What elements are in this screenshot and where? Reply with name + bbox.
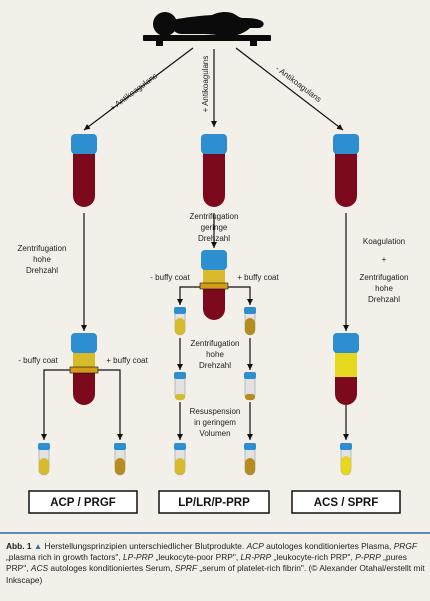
tube-centrifuged-middle: [199, 250, 229, 320]
tube-small-left-1: [38, 443, 50, 476]
svg-text:hohe: hohe: [33, 255, 51, 264]
tube-small-mid-1: [174, 307, 186, 336]
caption-desc: „pures PRP",: [6, 552, 407, 574]
svg-text:Drehzahl: Drehzahl: [198, 234, 230, 243]
caption-abbr: P-PRP: [355, 552, 381, 563]
product-label-middle: LP/LR/P-PRP: [178, 497, 250, 509]
svg-text:hohe: hohe: [375, 284, 393, 293]
tube-whole-blood-middle: [201, 134, 227, 207]
svg-text:Drehzahl: Drehzahl: [199, 361, 231, 370]
caption-intro: Herstellungsprinzipien unterschiedlicher…: [42, 541, 247, 551]
split-mid-minus: - buffy coat: [150, 273, 190, 282]
caption-abbr: LP-PRP: [123, 552, 154, 563]
tube-small-mid-4: [244, 372, 256, 401]
caption-abbr: ACP: [246, 541, 264, 551]
tube-whole-blood-left: [71, 134, 97, 207]
figure-caption: Abb. 1 ▲ Herstellungsprinzipien untersch…: [6, 541, 426, 586]
tube-small-right: [340, 443, 352, 476]
process-arrows: [41, 213, 349, 440]
svg-text:Zentrifugation: Zentrifugation: [190, 212, 239, 221]
svg-text:Zentrifugation: Zentrifugation: [191, 339, 240, 348]
caption-marker: ▲: [33, 541, 43, 551]
svg-text:Volumen: Volumen: [199, 429, 230, 438]
tube-whole-blood-right: [333, 134, 359, 207]
product-box-middle: LP/LR/P-PRP: [158, 490, 270, 514]
split-mid-plus: + buffy coat: [237, 273, 279, 282]
product-label-left: ACP / PRGF: [50, 497, 116, 509]
svg-text:Drehzahl: Drehzahl: [26, 266, 58, 275]
caption-label: Abb. 1: [6, 541, 32, 551]
caption-desc: „plasma rich in growth factors",: [6, 552, 124, 563]
tube-serum-right: [333, 333, 359, 405]
svg-text:in geringem: in geringem: [194, 418, 236, 427]
caption-desc: „serum of platelet-rich fibrin". (© Alex…: [6, 563, 425, 585]
caption-abbr: LR-PRP: [240, 552, 272, 563]
step-mid-resuspension: Resuspension in geringem Volumen: [190, 407, 241, 438]
tube-small-mid-5: [174, 443, 186, 476]
tube-small-mid-3: [174, 372, 186, 401]
svg-text:Zentrifugation: Zentrifugation: [18, 244, 67, 253]
step-right-coagulation: Koagulation + Zentrifugation hohe Drehza…: [360, 237, 409, 304]
svg-text:geringe: geringe: [201, 223, 228, 232]
branch-label-middle: + Antikoagulans: [201, 56, 210, 113]
branch-arrows: [83, 47, 344, 131]
caption-desc: „leukocyte-rich PRP",: [271, 552, 356, 563]
step-left-centrifuge: Zentrifugation hohe Drehzahl: [18, 244, 67, 275]
svg-text:hohe: hohe: [206, 350, 224, 359]
svg-text:Koagulation: Koagulation: [363, 237, 405, 246]
caption-abbr: PRGF: [393, 541, 417, 551]
step-mid-centrifuge: Zentrifugation geringe Drehzahl: [190, 212, 239, 243]
step-mid-centrifuge-2: Zentrifugation hohe Drehzahl: [191, 339, 240, 370]
caption-desc: autologes konditioniertes Plasma,: [263, 541, 394, 551]
caption-desc: „leukocyte-poor PRP",: [153, 552, 241, 563]
caption-abbr: SPRF: [174, 563, 198, 574]
split-left-minus: - buffy coat: [18, 356, 58, 365]
tube-small-left-2: [114, 443, 126, 476]
person-lying-icon: [143, 11, 271, 46]
split-left-plus: + buffy coat: [106, 356, 148, 365]
svg-text:Zentrifugation: Zentrifugation: [360, 273, 409, 282]
tube-small-mid-6: [244, 443, 256, 476]
tube-centrifuged-left: [69, 333, 99, 405]
product-label-right: ACS / SPRF: [314, 497, 379, 509]
caption-abbr: ACS: [30, 563, 49, 574]
svg-text:+: +: [382, 255, 387, 264]
svg-text:Drehzahl: Drehzahl: [368, 295, 400, 304]
branch-label-right: - Antikoagulans: [274, 64, 323, 104]
product-box-left: ACP / PRGF: [28, 490, 138, 514]
caption-desc: autologes konditioniertes Serum,: [48, 563, 175, 574]
tube-small-mid-2: [244, 307, 256, 336]
caption-rule: [0, 532, 430, 534]
svg-text:Resuspension: Resuspension: [190, 407, 241, 416]
branch-label-left: + Antikoagulans: [108, 71, 159, 112]
product-box-right: ACS / SPRF: [291, 490, 401, 514]
